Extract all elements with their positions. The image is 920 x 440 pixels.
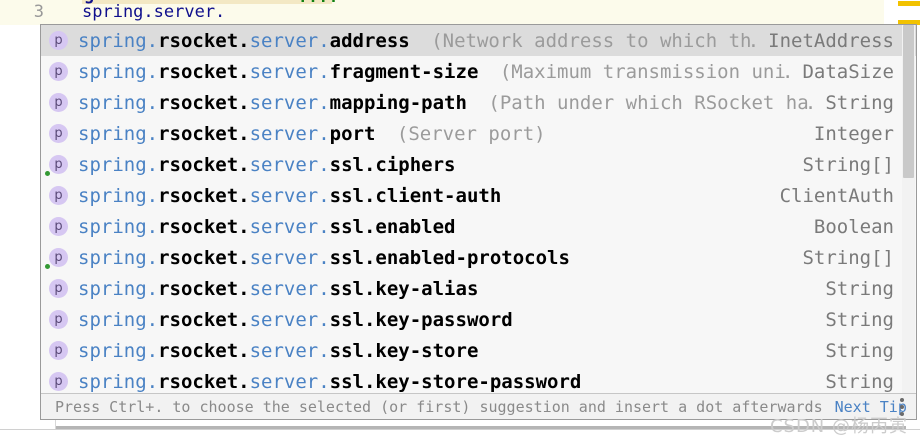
property-icon: p xyxy=(49,31,68,50)
completion-row[interactable]: p spring.rsocket.server.fragment-size (Ma… xyxy=(41,56,916,87)
property-icon: p xyxy=(45,248,68,269)
watermark: CSDN @杨丙寅 xyxy=(769,416,908,437)
completion-type: DataSize xyxy=(802,60,894,83)
line-number: 3 xyxy=(33,2,44,22)
completion-label: spring.rsocket.server.ssl.client-auth xyxy=(78,184,502,207)
completion-row[interactable]: p spring.rsocket.server.ssl.enabled Boolea… xyxy=(41,211,916,242)
completion-description: (Network address to which th…) xyxy=(419,29,757,52)
line-text: spring.server. xyxy=(82,2,226,22)
property-icon: p xyxy=(49,310,68,329)
completion-type: String xyxy=(825,308,894,331)
property-icon: p xyxy=(45,155,68,176)
completion-type: String[] xyxy=(802,246,894,269)
green-dot-icon xyxy=(45,264,50,269)
green-dot-icon xyxy=(45,171,50,176)
completion-type: String xyxy=(825,339,894,362)
kebab-menu-icon[interactable] xyxy=(900,398,904,419)
completion-description: (Path under which RSocket ha…) xyxy=(476,91,814,114)
property-icon: p xyxy=(49,93,68,112)
property-icon: p xyxy=(49,186,68,205)
code-completion-popup[interactable]: p spring.rsocket.server.address (Network … xyxy=(40,24,917,420)
completion-label: spring.rsocket.server.ssl.enabled xyxy=(78,215,456,238)
scrollbar-thumb[interactable] xyxy=(903,25,914,178)
completion-type: InetAddress xyxy=(768,29,894,52)
editor-bottom-strip xyxy=(0,429,920,440)
completion-type: ClientAuth xyxy=(779,184,894,207)
completion-type: String[] xyxy=(802,153,894,176)
completion-type: String xyxy=(825,277,894,300)
completion-label: spring.rsocket.server.ssl.key-password xyxy=(78,308,513,331)
completion-label: spring.rsocket.server.address xyxy=(78,29,410,52)
completion-row[interactable]: p spring.rsocket.server.ssl.key-store-pas… xyxy=(41,366,916,395)
completion-type: String xyxy=(825,91,894,114)
property-icon: p xyxy=(49,279,68,298)
completion-row[interactable]: p spring.rsocket.server.address (Network … xyxy=(41,25,916,56)
property-icon: p xyxy=(49,217,68,236)
editor-line-2-text: gc=hucrhc.wizzzz.vdarrer xyxy=(82,0,332,4)
completion-row[interactable]: p spring.rsocket.server.ssl.key-alias Stri… xyxy=(41,273,916,304)
completion-label: spring.rsocket.server.fragment-size xyxy=(78,60,479,83)
completion-row[interactable]: p spring.rsocket.server.ssl.key-password S… xyxy=(41,304,916,335)
scroll-marker-icon[interactable] xyxy=(898,1,920,6)
property-icon: p xyxy=(49,62,68,81)
completion-list[interactable]: p spring.rsocket.server.address (Network … xyxy=(41,25,916,395)
editor-line-3[interactable]: 3 spring.server. xyxy=(0,0,884,25)
completion-label: spring.rsocket.server.ssl.key-alias xyxy=(78,277,479,300)
completion-label: spring.rsocket.server.ssl.key-store xyxy=(78,339,479,362)
editor-horizontal-scrollbar[interactable] xyxy=(56,426,906,429)
completion-scrollbar[interactable] xyxy=(902,25,915,395)
scroll-marker-icon[interactable] xyxy=(898,20,920,25)
hint-text: Press Ctrl+. to choose the selected (or … xyxy=(55,397,823,416)
completion-hint-bar: Press Ctrl+. to choose the selected (or … xyxy=(41,393,916,419)
completion-type: Integer xyxy=(813,122,894,145)
next-tip-link[interactable]: Next Tip xyxy=(834,397,907,416)
completion-label: spring.rsocket.server.ssl.ciphers xyxy=(78,153,456,176)
completion-label: spring.rsocket.server.ssl.enabled-protoc… xyxy=(78,246,570,269)
property-icon: p xyxy=(49,341,68,360)
completion-type: String xyxy=(825,370,894,393)
completion-type: Boolean xyxy=(813,215,894,238)
completion-row[interactable]: p spring.rsocket.server.ssl.enabled-proto… xyxy=(41,242,916,273)
completion-row[interactable]: p spring.rsocket.server.ssl.key-store Stri… xyxy=(41,335,916,366)
completion-row[interactable]: p spring.rsocket.server.mapping-path (Pat… xyxy=(41,87,916,118)
completion-description: (Maximum transmission uni…) xyxy=(488,60,791,83)
completion-label: spring.rsocket.server.port xyxy=(78,122,376,145)
completion-row[interactable]: p spring.rsocket.server.ssl.ciphers String… xyxy=(41,149,916,180)
completion-label: spring.rsocket.server.ssl.key-store-pass… xyxy=(78,370,582,393)
editor-line-2-error-marks: FFFF xyxy=(300,0,341,6)
property-icon: p xyxy=(49,124,68,143)
completion-description: (Server port) xyxy=(385,122,546,145)
completion-label: spring.rsocket.server.mapping-path xyxy=(78,91,467,114)
completion-row[interactable]: p spring.rsocket.server.port (Server port… xyxy=(41,118,916,149)
property-icon: p xyxy=(49,372,68,391)
completion-row[interactable]: p spring.rsocket.server.ssl.client-auth Cl… xyxy=(41,180,916,211)
